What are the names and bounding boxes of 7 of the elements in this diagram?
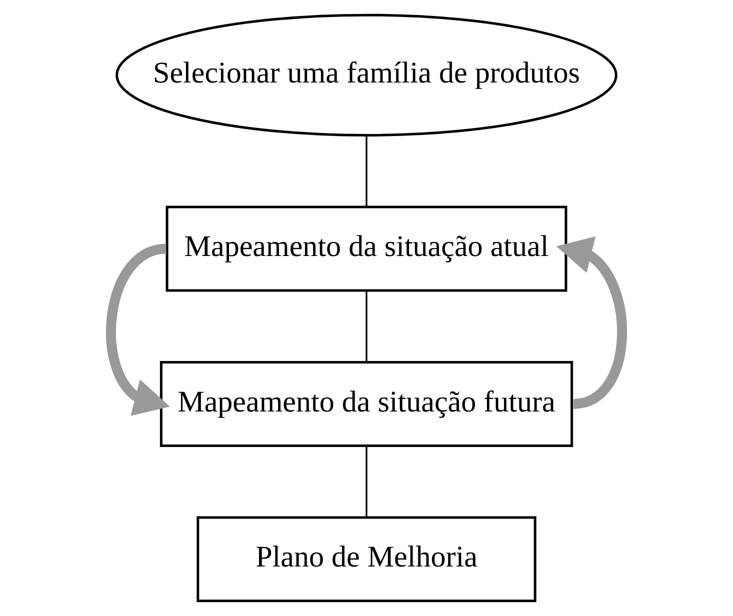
node-box: Mapeamento da situação atual <box>166 206 568 292</box>
node-box: Plano de Melhoria <box>196 516 536 602</box>
connector <box>366 291 368 362</box>
node-box: Mapeamento da situação futura <box>160 361 574 447</box>
connector <box>366 446 368 518</box>
node-ellipse: Selecionar uma família de produtos <box>116 14 618 136</box>
connector <box>366 135 368 207</box>
